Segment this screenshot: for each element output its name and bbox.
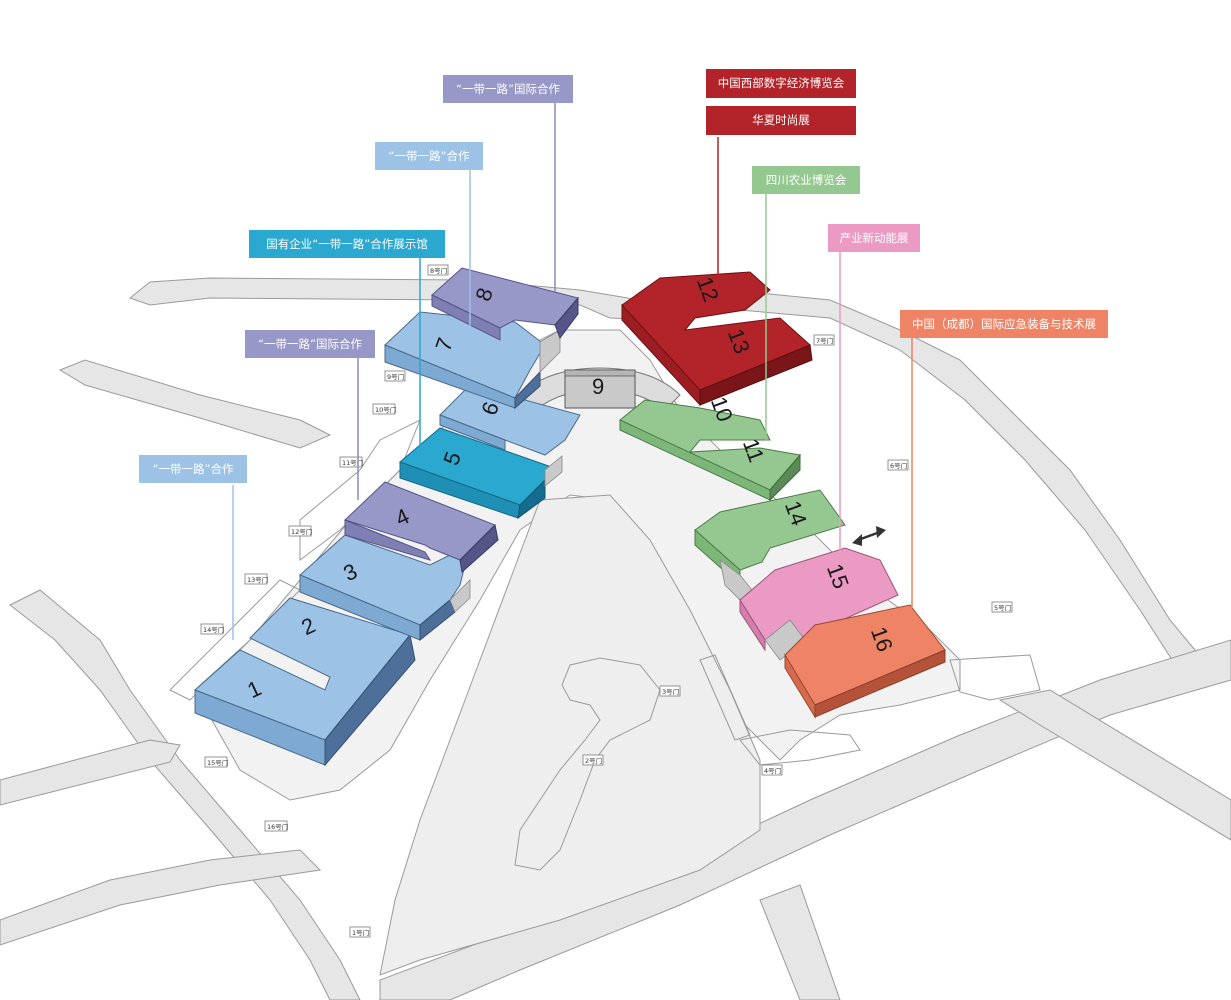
hall-16 [784, 604, 946, 719]
hall-7 [384, 311, 561, 410]
svg-text:12号门: 12号门 [291, 527, 312, 536]
gate-6: 6号门 [887, 459, 909, 471]
gate-9: 9号门 [384, 370, 406, 382]
label-hall-7: “一带一路”合作 [375, 142, 483, 170]
svg-text:1号门: 1号门 [352, 928, 369, 937]
label-hall-4: “一带一路”国际合作 [245, 330, 375, 358]
svg-text:10号门: 10号门 [375, 405, 396, 414]
hall-15 [739, 547, 899, 661]
svg-text:15号门: 15号门 [207, 758, 228, 767]
hall-8 [431, 267, 579, 341]
label-hall-8: “一带一路”国际合作 [443, 75, 573, 103]
label-hall-10-11: 四川农业博览会 [752, 166, 860, 194]
gate-4: 4号门 [761, 764, 783, 776]
gate-15: 15号门 [204, 756, 228, 768]
gate-8: 8号门 [427, 264, 449, 276]
hall-5 [399, 427, 563, 520]
leader-lines [232, 103, 913, 640]
gate-13: 13号门 [244, 573, 268, 585]
hall-9 [519, 367, 681, 411]
svg-text:9号门: 9号门 [387, 372, 404, 381]
gate-7: 7号门 [813, 334, 835, 346]
svg-text:14号门: 14号门 [203, 625, 224, 634]
central-green [379, 494, 761, 976]
hall-12-13 [621, 271, 813, 407]
connection-arrow-icon [852, 526, 886, 546]
svg-text:2号门: 2号门 [585, 756, 602, 765]
hall-number-9: 9 [592, 374, 604, 399]
hall-4 [344, 481, 499, 573]
gate-5: 5号门 [991, 601, 1013, 613]
pond [514, 657, 661, 871]
hall-14 [694, 489, 846, 601]
label-hall-5: 国有企业“一带一路”合作展示馆 [249, 230, 445, 258]
svg-text:3号门: 3号门 [662, 687, 679, 696]
svg-text:11号门: 11号门 [342, 458, 363, 467]
svg-text:16号门: 16号门 [267, 822, 288, 831]
gate-11: 11号门 [339, 456, 363, 468]
gate-2: 2号门 [582, 754, 604, 766]
gate-10: 10号门 [372, 403, 396, 415]
svg-text:13号门: 13号门 [247, 575, 268, 584]
hall-1-2 [194, 597, 416, 767]
label-hall-15: 产业新动能展 [828, 224, 920, 252]
label-hall-12-13-a: 中国西部数字经济博览会 [706, 69, 856, 98]
label-hall-1-3: “一带一路”合作 [139, 455, 247, 483]
svg-text:8号门: 8号门 [430, 266, 447, 275]
svg-text:7号门: 7号门 [816, 336, 833, 345]
label-hall-16: 中国（成都）国际应急装备与技术展 [900, 310, 1108, 338]
gates: 1号门 2号门 3号门 4号门 5号门 6号门 7号门 8号门 9号门 10号门… [200, 264, 1013, 938]
gate-3: 3号门 [659, 685, 681, 697]
roads [0, 277, 1231, 1000]
gate-1: 1号门 [349, 926, 371, 938]
label-hall-12-13-b: 华夏时尚展 [706, 106, 856, 135]
svg-text:6号门: 6号门 [890, 461, 907, 470]
gate-12: 12号门 [288, 525, 312, 537]
gate-14: 14号门 [200, 623, 224, 635]
svg-text:4号门: 4号门 [764, 766, 781, 775]
gate-16: 16号门 [264, 820, 288, 832]
hall-10-11 [619, 399, 801, 502]
svg-text:5号门: 5号门 [994, 603, 1011, 612]
